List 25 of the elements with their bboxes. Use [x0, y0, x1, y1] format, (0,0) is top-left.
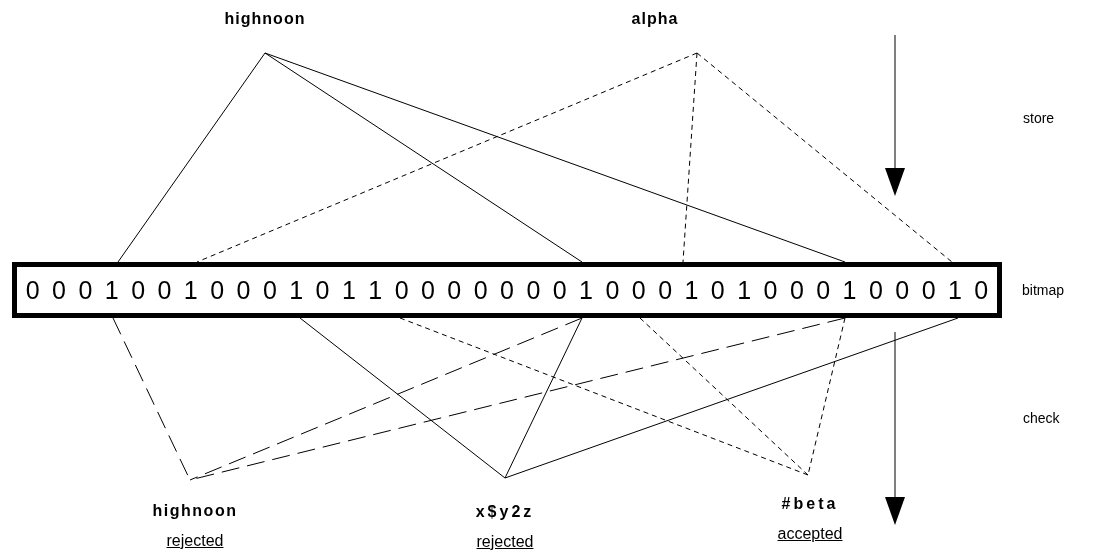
key-label: highnoon: [224, 10, 306, 28]
bit-string: 0 0 0 1 0 0 1 0 0 0 1 0 1 1 0 0 0 0 0 0 0 1 0 0 0 1 0 1 0 0 0 1 0 0 0 1 0: [25, 275, 989, 305]
connector-line: [264, 52, 846, 263]
direction-label: store: [1023, 110, 1055, 126]
key-label: alpha: [631, 10, 679, 28]
connector-line: [299, 317, 506, 479]
bitmap-box: [12, 262, 1002, 318]
result-label: rejected: [476, 533, 534, 551]
result-label: accepted: [777, 525, 843, 543]
connector-line: [264, 52, 583, 263]
bitmap-label: bitmap: [1022, 282, 1065, 298]
connector-line: [189, 317, 583, 481]
key-label: x$y2z: [475, 503, 535, 521]
key-label: highnoon: [152, 502, 238, 520]
direction-label: check: [1023, 410, 1060, 426]
connector-line: [504, 317, 583, 479]
connector-line: [639, 317, 809, 476]
connector-line: [196, 52, 698, 263]
connector-line: [682, 52, 698, 263]
result-label: rejected: [166, 532, 224, 550]
connector-line: [696, 52, 953, 263]
key-label: #beta: [781, 495, 839, 513]
connector-line: [399, 317, 809, 476]
connector-line: [117, 52, 266, 263]
connector-line: [504, 317, 959, 479]
